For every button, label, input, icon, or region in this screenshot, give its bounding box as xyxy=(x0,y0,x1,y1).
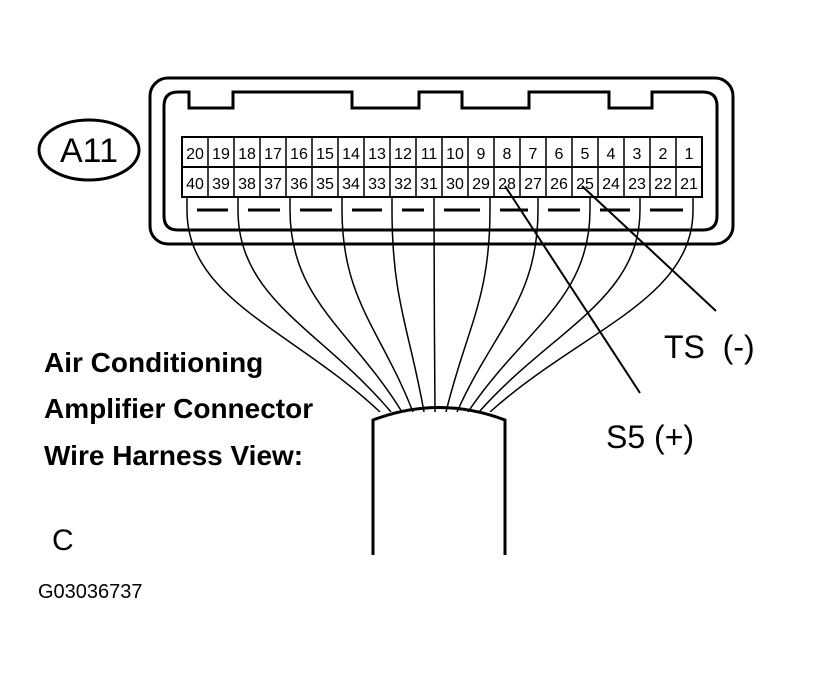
connector-id: A11 xyxy=(60,132,118,170)
ts-terminal-label: TS (-) xyxy=(664,329,755,365)
harness-sleeve xyxy=(371,406,507,572)
pin-12: 12 xyxy=(394,146,412,163)
harness-wire xyxy=(186,197,381,413)
pin-9: 9 xyxy=(477,146,486,163)
pin-36: 36 xyxy=(290,176,308,193)
pin-4: 4 xyxy=(607,146,616,163)
pin-10: 10 xyxy=(446,146,464,163)
harness-wire xyxy=(289,197,403,413)
pin-27: 27 xyxy=(524,176,542,193)
pin-14: 14 xyxy=(342,146,360,163)
figure-code: G03036737 xyxy=(38,581,143,603)
harness-wire xyxy=(341,197,414,413)
pin-6: 6 xyxy=(555,146,564,163)
harness-wire xyxy=(467,197,591,413)
connector-housing xyxy=(148,76,735,246)
pin-19: 19 xyxy=(212,146,230,163)
pin-33: 33 xyxy=(368,176,386,193)
caption-line-2: Amplifier Connector xyxy=(44,393,313,424)
pin-34: 34 xyxy=(342,176,360,193)
caption-line-1: Air Conditioning xyxy=(44,347,263,378)
pin-38: 38 xyxy=(238,176,256,193)
harness-wire xyxy=(433,197,436,413)
harness-wire xyxy=(489,197,694,413)
pin-29: 29 xyxy=(472,176,490,193)
harness-wire xyxy=(478,197,641,413)
pin-35: 35 xyxy=(316,176,334,193)
pin-26: 26 xyxy=(550,176,568,193)
pin-11: 11 xyxy=(421,146,438,163)
pin-28: 28 xyxy=(498,176,516,193)
connector-inner-outline xyxy=(162,90,719,232)
pin-31: 31 xyxy=(420,176,438,193)
pin-2: 2 xyxy=(659,146,668,163)
ts-leader-line xyxy=(581,185,717,312)
harness-wire xyxy=(391,197,425,413)
corner-letter: C xyxy=(52,524,74,557)
pin-8: 8 xyxy=(503,146,512,163)
caption-line-3: Wire Harness View: xyxy=(44,440,303,471)
pin-23: 23 xyxy=(628,176,646,193)
pin-39: 39 xyxy=(212,176,230,193)
pin-30: 30 xyxy=(446,176,464,193)
pin-21: 21 xyxy=(680,176,698,193)
pin-32: 32 xyxy=(394,176,412,193)
pin-20: 20 xyxy=(186,146,204,163)
harness-wire xyxy=(237,197,392,413)
pin-16: 16 xyxy=(290,146,308,163)
harness-wire xyxy=(445,197,491,413)
wire-harness xyxy=(186,197,694,413)
pin-5: 5 xyxy=(581,146,590,163)
harness-wire xyxy=(456,197,539,413)
connector-id-badge: A11 xyxy=(37,118,141,182)
pin-24: 24 xyxy=(602,176,620,193)
pin-13: 13 xyxy=(368,146,386,163)
pin-3: 3 xyxy=(633,146,642,163)
s5-terminal-label: S5 (+) xyxy=(606,419,694,455)
s5-leader-line xyxy=(504,185,641,394)
pin-37: 37 xyxy=(264,176,282,193)
pin-22: 22 xyxy=(654,176,672,193)
pin-25: 25 xyxy=(576,176,594,193)
pin-18: 18 xyxy=(238,146,256,163)
pin-40: 40 xyxy=(186,176,204,193)
pin-15: 15 xyxy=(316,146,334,163)
pin-1: 1 xyxy=(685,146,694,163)
pin-17: 17 xyxy=(264,146,282,163)
pin-7: 7 xyxy=(529,146,538,163)
